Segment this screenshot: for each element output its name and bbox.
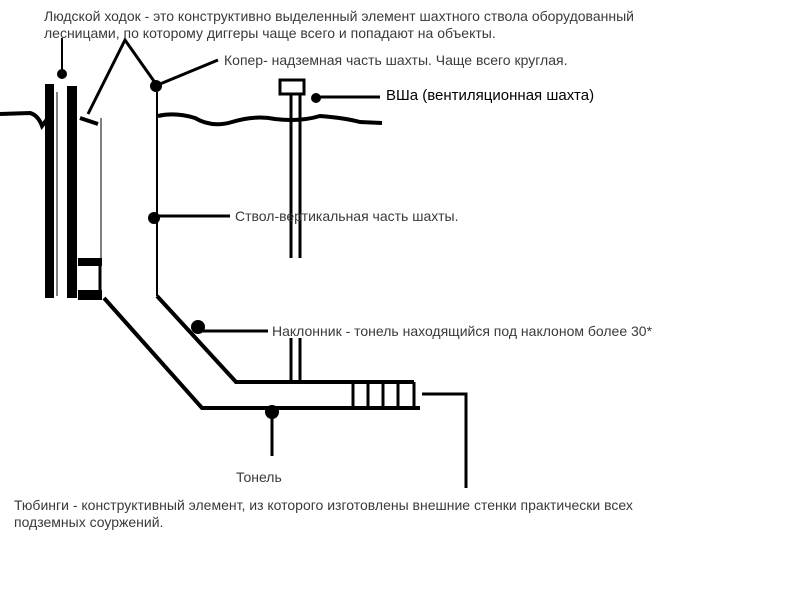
ground-line-right <box>79 112 383 127</box>
tunnel-label: Тонель <box>236 469 282 485</box>
ladder-block-lower <box>78 290 102 300</box>
tunnel-end <box>422 392 468 488</box>
headframe-marker <box>150 80 162 92</box>
ladder-way-description-line1: Людской ходок - это конструктивно выделе… <box>44 8 634 24</box>
tubing-description-line1: Тюбинги - конструктивный элемент, из кот… <box>14 497 633 513</box>
vent-shaft-label: ВШа (вентиляционная шахта) <box>386 87 595 104</box>
vent-shaft-cap <box>278 78 306 96</box>
headframe-pointer <box>159 58 219 86</box>
ladder-way-bar-right <box>67 86 77 298</box>
ladder-block-upper <box>78 258 102 266</box>
shaft-marker <box>148 212 160 224</box>
tunnel-marker <box>265 405 279 419</box>
incline-marker <box>191 320 205 334</box>
headframe-label: Копер- надземная часть шахты. Чаще всего… <box>224 52 568 68</box>
shaft-label: Ствол-вертикальная часть шахты. <box>235 208 459 224</box>
ladder-way-description-line2: лесницами, по которому диггеры чаще всег… <box>44 25 496 41</box>
tubing-description-line2: подземных соуржений. <box>14 514 164 530</box>
headframe <box>86 37 158 115</box>
incline-outer <box>102 296 420 410</box>
ground-line-left <box>0 110 50 131</box>
incline-inner <box>155 294 414 384</box>
incline-label: Наклонник - тонель находящийся под накло… <box>272 323 653 339</box>
ladder-way-bar-left <box>45 84 54 298</box>
ladder-way-marker <box>57 69 67 79</box>
